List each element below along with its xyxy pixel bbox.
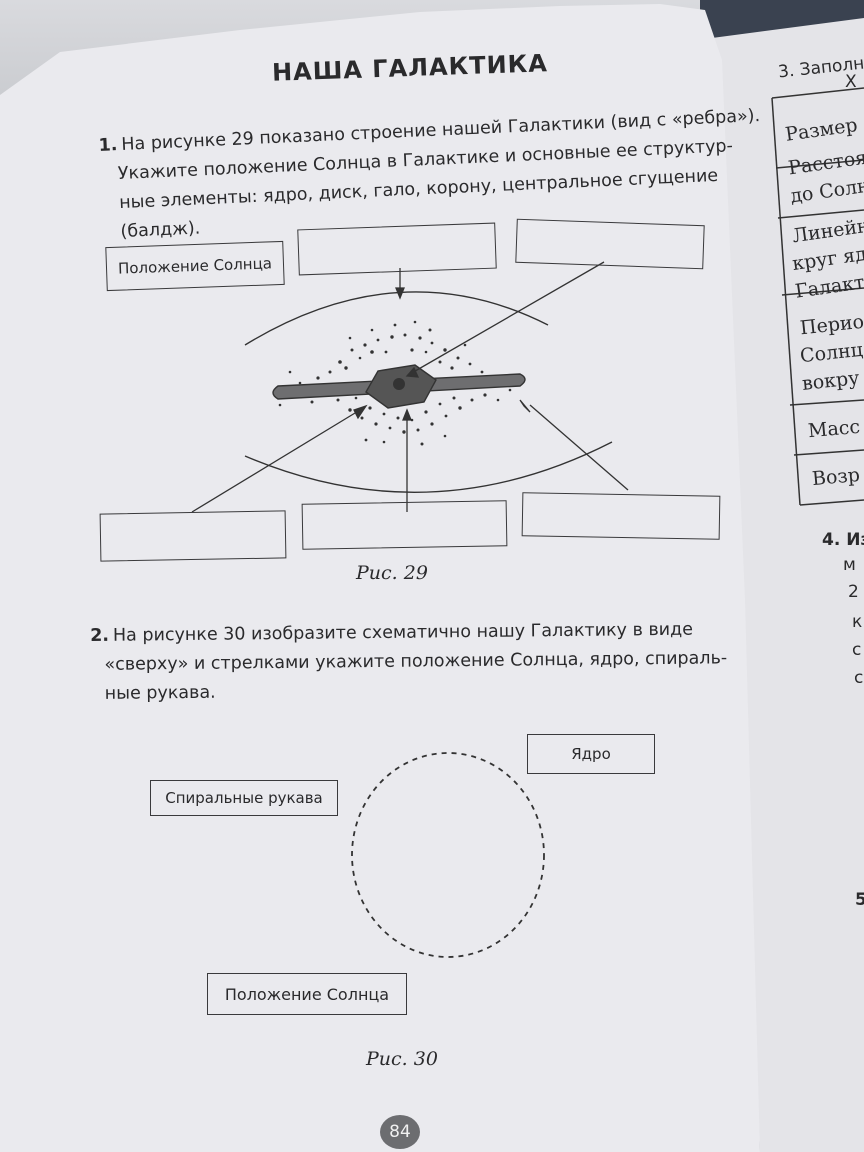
question-2: 2.На рисунке 30 изобразите схематично на… — [90, 615, 751, 709]
core-label: Ядро — [571, 745, 611, 763]
sun-position-label: Положение Солнца — [117, 254, 273, 278]
right-col-header: Х — [845, 72, 857, 92]
galaxy-top-circle[interactable] — [340, 750, 560, 980]
right-row-9: Масс — [807, 415, 861, 443]
right-fragment-5: 5 — [855, 890, 864, 910]
right-fragment-0: м — [843, 555, 856, 575]
right-row-10: Возр — [811, 463, 861, 491]
answer-box-bottom-middle[interactable] — [301, 500, 508, 550]
left-page — [0, 4, 760, 1152]
page-number: 84 — [380, 1115, 420, 1149]
right-table-lines — [771, 87, 864, 506]
sun-position-label-box: Положение Солнца — [105, 240, 285, 292]
figure-29-caption: Рис. 29 — [356, 562, 428, 584]
right-task-4: 4. Из — [822, 530, 864, 550]
question-2-number: 2. — [90, 625, 110, 646]
answer-box-bottom-left[interactable] — [99, 510, 287, 562]
right-fragment-3: с — [852, 640, 862, 660]
sun-position-label-2: Положение Солнца — [224, 984, 390, 1004]
sun-position-label-box-2: Положение Солнца — [207, 973, 407, 1015]
right-fragment-1: 2 — [848, 582, 859, 602]
figure-30-caption: Рис. 30 — [366, 1048, 438, 1070]
answer-box-top-right[interactable] — [515, 218, 705, 270]
question-2-line-1: На рисунке 30 изобразите схематично нашу… — [112, 619, 694, 646]
answer-box-bottom-right[interactable] — [521, 492, 721, 540]
spiral-arms-label-box: Спиральные рукава — [150, 780, 338, 816]
right-fragment-2: к — [852, 612, 863, 632]
galaxy-edge-diagram — [191, 261, 629, 513]
spiral-arms-label: Спиральные рукава — [165, 789, 323, 807]
core-label-box: Ядро — [527, 734, 655, 774]
right-fragment-4: с — [854, 668, 864, 688]
answer-box-top-middle[interactable] — [297, 222, 497, 276]
